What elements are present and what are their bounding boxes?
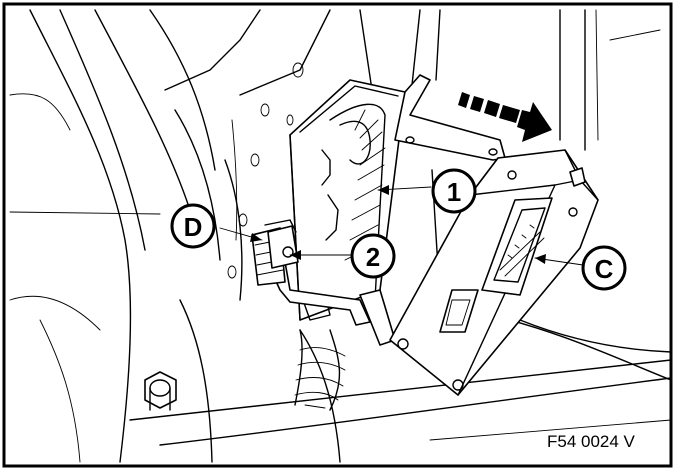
- callout-c: C: [581, 245, 627, 291]
- callout-c-label: C: [595, 254, 614, 284]
- callout-1-label: 1: [447, 177, 461, 207]
- mounting-bolt: [144, 371, 177, 411]
- callout-2: 2: [350, 233, 396, 279]
- figure-code: F54 0024 V: [547, 432, 636, 451]
- leader-lines: [219, 185, 584, 266]
- module-c: [389, 149, 599, 396]
- mounting-bracket: [269, 74, 506, 346]
- callout-d-label: D: [184, 212, 203, 242]
- retaining-clip: [251, 219, 299, 286]
- direction-arrow: [458, 92, 552, 142]
- callout-d: D: [170, 203, 216, 249]
- callout-2-label: 2: [366, 242, 380, 272]
- wiring-harness: [294, 329, 346, 411]
- callout-1: 1: [431, 168, 477, 214]
